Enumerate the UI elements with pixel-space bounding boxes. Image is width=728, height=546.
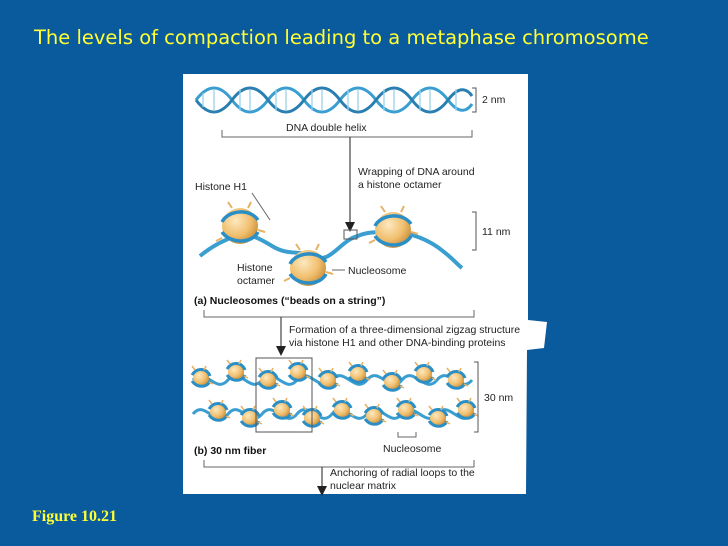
dim-30nm-label: 30 nm: [484, 392, 513, 404]
dim-11nm-label: 11 nm: [482, 226, 511, 238]
dim-bracket-30nm: [474, 361, 479, 433]
histone-octamer-label-line1: Histone: [237, 262, 273, 274]
nucleosome-bracket-b: [397, 432, 417, 438]
histone-h1-label: Histone H1: [195, 181, 247, 193]
anchoring-label-line1: Anchoring of radial loops to the: [330, 467, 475, 479]
arrow-wrapping: [345, 137, 355, 232]
arrow-zigzag: [276, 317, 286, 356]
panel-b-caption: (b) 30 nm fiber: [194, 445, 266, 457]
nucleosome-3: [290, 250, 326, 286]
nucleosome-label: Nucleosome: [348, 265, 407, 277]
dim-bracket-2nm: [472, 87, 477, 113]
nucleosome-1: [222, 208, 258, 244]
nucleosome-2: [375, 212, 411, 248]
zigzag-label-line1: Formation of a three-dimensional zigzag …: [289, 324, 520, 336]
dim-bracket-11nm: [472, 211, 477, 251]
nucleosome-label-b: Nucleosome: [383, 443, 442, 455]
panel-b-bracket: [203, 460, 475, 468]
beads-on-string: [198, 201, 464, 286]
dna-double-helix: [194, 86, 474, 114]
histone-octamer-label-line2: octamer: [237, 275, 275, 287]
panel-a-bracket: [203, 310, 475, 318]
arrow-anchoring: [317, 467, 327, 496]
wrapping-label-line2: a histone octamer: [358, 179, 442, 191]
dim-2nm-label: 2 nm: [482, 94, 506, 106]
figure-number: Figure 10.21: [32, 508, 118, 525]
slide-title: The levels of compaction leading to a me…: [34, 26, 649, 49]
dna-double-helix-label: DNA double helix: [286, 122, 367, 134]
zigzag-label-line2: via histone H1 and other DNA-binding pro…: [289, 337, 506, 349]
wrapping-label-line1: Wrapping of DNA around: [358, 166, 475, 178]
anchoring-label-line2: nuclear matrix: [330, 480, 397, 492]
histone-h1-pointer: [251, 192, 271, 221]
dna-bracket: [221, 130, 473, 138]
panel-a-caption: (a) Nucleosomes (“beads on a string”): [194, 295, 385, 307]
thirty-nm-fiber: [190, 357, 480, 433]
